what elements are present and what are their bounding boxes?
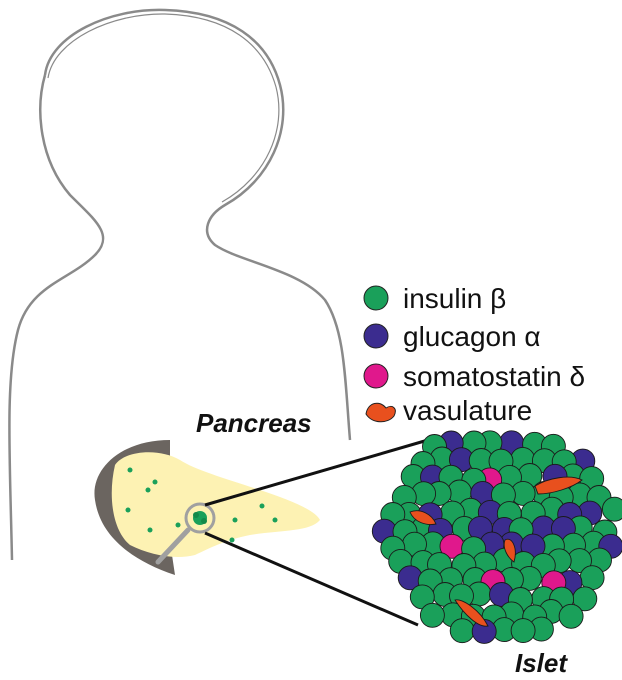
legend-label-glucagon: glucagon α [403, 321, 541, 352]
pancreas-islet-dots [125, 467, 278, 543]
legend-label-vasulature: vasulature [403, 395, 532, 426]
glucagon-alpha-swatch [363, 323, 389, 349]
beta-cell [419, 602, 445, 628]
beta-cell [510, 618, 536, 644]
beta-cell [449, 618, 475, 644]
beta-cell [601, 496, 622, 522]
somatostatin-delta-swatch [363, 363, 389, 389]
legend-item-insulin: insulin β [363, 283, 506, 314]
legend-item-glucagon: glucagon α [363, 321, 541, 352]
legend-label-somatostatin: somatostatin δ [403, 361, 585, 392]
vessel [503, 538, 516, 563]
legend: insulin β glucagon α somatostatin δ vasu… [363, 283, 585, 426]
pancreas-shape [111, 452, 320, 557]
legend-item-somatostatin: somatostatin δ [363, 361, 585, 392]
vessel-swatch [365, 402, 396, 423]
islet-label: Islet [515, 648, 568, 678]
legend-label-insulin: insulin β [403, 283, 506, 314]
legend-item-vasulature: vasulature [365, 395, 532, 426]
magnifier-icon [155, 502, 216, 565]
vessel [409, 510, 437, 525]
body-silhouette [8, 8, 352, 561]
zoom-lines [204, 438, 429, 627]
pancreas-label: Pancreas [196, 408, 312, 438]
insulin-beta-swatch [363, 285, 389, 311]
beta-cell [558, 603, 584, 629]
islet-cluster [371, 430, 622, 644]
vessel [534, 476, 583, 495]
beta-cell [579, 565, 605, 591]
vessel [454, 599, 489, 627]
